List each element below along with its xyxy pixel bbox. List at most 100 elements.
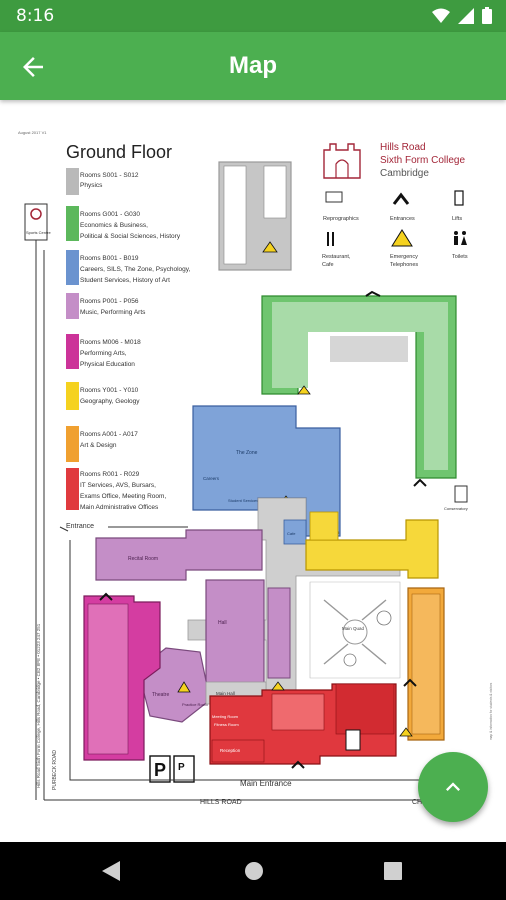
legend-rooms: Rooms G001 - G030 [80,211,140,218]
legend-item-amber: Rooms A001 - A017 Art & Design [66,426,138,462]
sports-centre: Sports Centre [24,203,51,241]
cutlery-icon [327,232,334,246]
room-label-the-zone: The Zone [236,450,258,456]
legend-item-red: Rooms R001 - R029 IT Services, AVS, Burs… [66,468,166,511]
nav-recents-icon[interactable] [384,862,402,880]
cafe-label: Cafe [287,531,296,536]
entrance-label: Entrance [66,523,94,530]
main-quad-label: Main Quad [342,626,365,631]
key-emergency1: Emergency [390,254,418,260]
legend-rooms: Rooms A001 - A017 [80,431,138,438]
road-label-hills: HILLS ROAD [200,799,242,806]
legend-desc: Geography, Geology [80,398,140,405]
sports-centre-label: Sports Centre [26,230,51,235]
practice-room-label: Practice Room [182,702,209,707]
building-amber [399,587,445,741]
legend-desc: Exams Office, Meeting Room, [80,493,166,500]
lift-icon [454,190,464,206]
legend-item-yellow: Rooms Y001 - Y010 Geography, Geology [66,382,140,410]
main-quad: Main Quad [309,581,401,679]
page-title: Map [229,52,277,79]
reception-label: Reception [220,748,241,753]
arrow-back-icon [23,57,43,77]
key-emergency2: Telephones [390,262,418,268]
college-name-line2: Sixth Form College [380,155,465,166]
right-edge-note: map & information for students & visitor… [489,682,493,740]
legend-desc: Careers, SILS, The Zone, Psychology, [80,266,191,273]
legend-item-purple: Rooms P001 - P056 Music, Performing Arts [66,293,146,319]
signal-icon [458,7,474,24]
legend-desc: Music, Performing Arts [80,309,146,316]
map-key: Reprographics Entrances Lifts Restaurant… [322,190,468,268]
legend-rooms: Rooms S001 - S012 [80,172,139,179]
main-hall-label: Main Hall [216,691,235,696]
conservatory-label: Conservatory [444,506,468,511]
college-name-line3: Cambridge [380,168,429,179]
toilets-icon [454,231,467,245]
key-entrances: Entrances [390,216,415,222]
map-view[interactable]: August 2017 V1 Ground Floor Rooms S001 -… [0,100,506,842]
room-label-student-services: Student Services [228,498,258,503]
chevron-up-icon [446,782,460,791]
map-date-note: August 2017 V1 [18,130,47,135]
conservatory-icon [454,485,468,503]
legend-item-silver: Rooms S001 - S012 Physics [66,168,139,195]
back-button[interactable] [18,52,48,82]
theatre-label: Theatre [152,692,169,698]
legend-rooms: Rooms R001 - R029 [80,471,140,478]
info-icon [345,729,361,751]
building-green [261,290,457,487]
legend-rooms: Rooms P001 - P056 [80,298,139,305]
entrance-icon [392,192,410,205]
entrance-marker [291,760,305,769]
building-purple: Recital Room Hall Theatre Practice Room … [95,529,291,723]
scroll-up-button[interactable] [418,752,488,822]
recital-room-label: Recital Room [128,556,158,562]
key-cafe: Cafe [322,262,334,268]
wifi-icon [432,8,450,23]
battery-icon [482,7,492,24]
printer-icon [325,191,343,203]
legend-desc: IT Services, AVS, Bursars, [80,482,156,489]
building-silver [218,161,292,271]
floor-title: Ground Floor [66,142,172,162]
legend-desc: Economics & Business, [80,222,148,229]
legend-desc: Performing Arts, [80,350,127,357]
meeting-room-label: Meeting Room [212,714,239,719]
address-label: Hills Road Sixth Form College, Hills Roa… [36,623,41,788]
legend-item-magenta: Rooms M006 - M018 Performing Arts, Physi… [66,334,141,369]
fitness-room-label: Fitness Room [214,722,239,727]
key-toilets: Toilets [452,254,468,260]
legend-item-green: Rooms G001 - G030 Economics & Business, … [66,206,181,241]
hall-label: Hall [218,620,227,626]
nav-back-icon[interactable] [102,861,120,881]
nav-home-icon[interactable] [244,861,264,881]
warning-phone-icon [391,229,413,247]
parking-sign-icon [149,755,171,783]
legend-rooms: Rooms M006 - M018 [80,339,141,346]
building-red: Reception Meeting Room Fitness Room [209,681,397,765]
key-lifts: Lifts [452,216,462,222]
corner-label: CH [412,799,422,806]
key-restaurant: Restaurant, [322,254,351,260]
legend-item-blue: Rooms B001 - B019 Careers, SILS, The Zon… [66,250,191,285]
campus-map[interactable]: August 2017 V1 Ground Floor Rooms S001 -… [0,100,506,842]
legend-rooms: Rooms B001 - B019 [80,255,139,262]
status-time: 8:16 [16,6,55,26]
legend-desc: Physical Education [80,361,135,368]
main-entrance-label: Main Entrance [240,779,292,788]
cafe-room [283,519,307,545]
road-label-purbeck: PURBECK ROAD [52,750,58,790]
disabled-parking-icon [173,755,195,783]
system-navigation-bar [0,842,506,900]
legend-desc: Student Services, History of Art [80,277,170,284]
legend-desc: Political & Social Sciences, History [80,233,181,240]
college-name-line1: Hills Road [380,142,426,153]
status-icons [432,7,492,24]
legend-desc: Main Administrative Offices [80,504,159,511]
building-magenta [83,592,161,761]
legend: Rooms S001 - S012 Physics Rooms G001 - G… [66,168,191,511]
legend-desc: Art & Design [80,442,117,449]
key-reprographics: Reprographics [323,216,359,222]
legend-rooms: Rooms Y001 - Y010 [80,387,139,394]
